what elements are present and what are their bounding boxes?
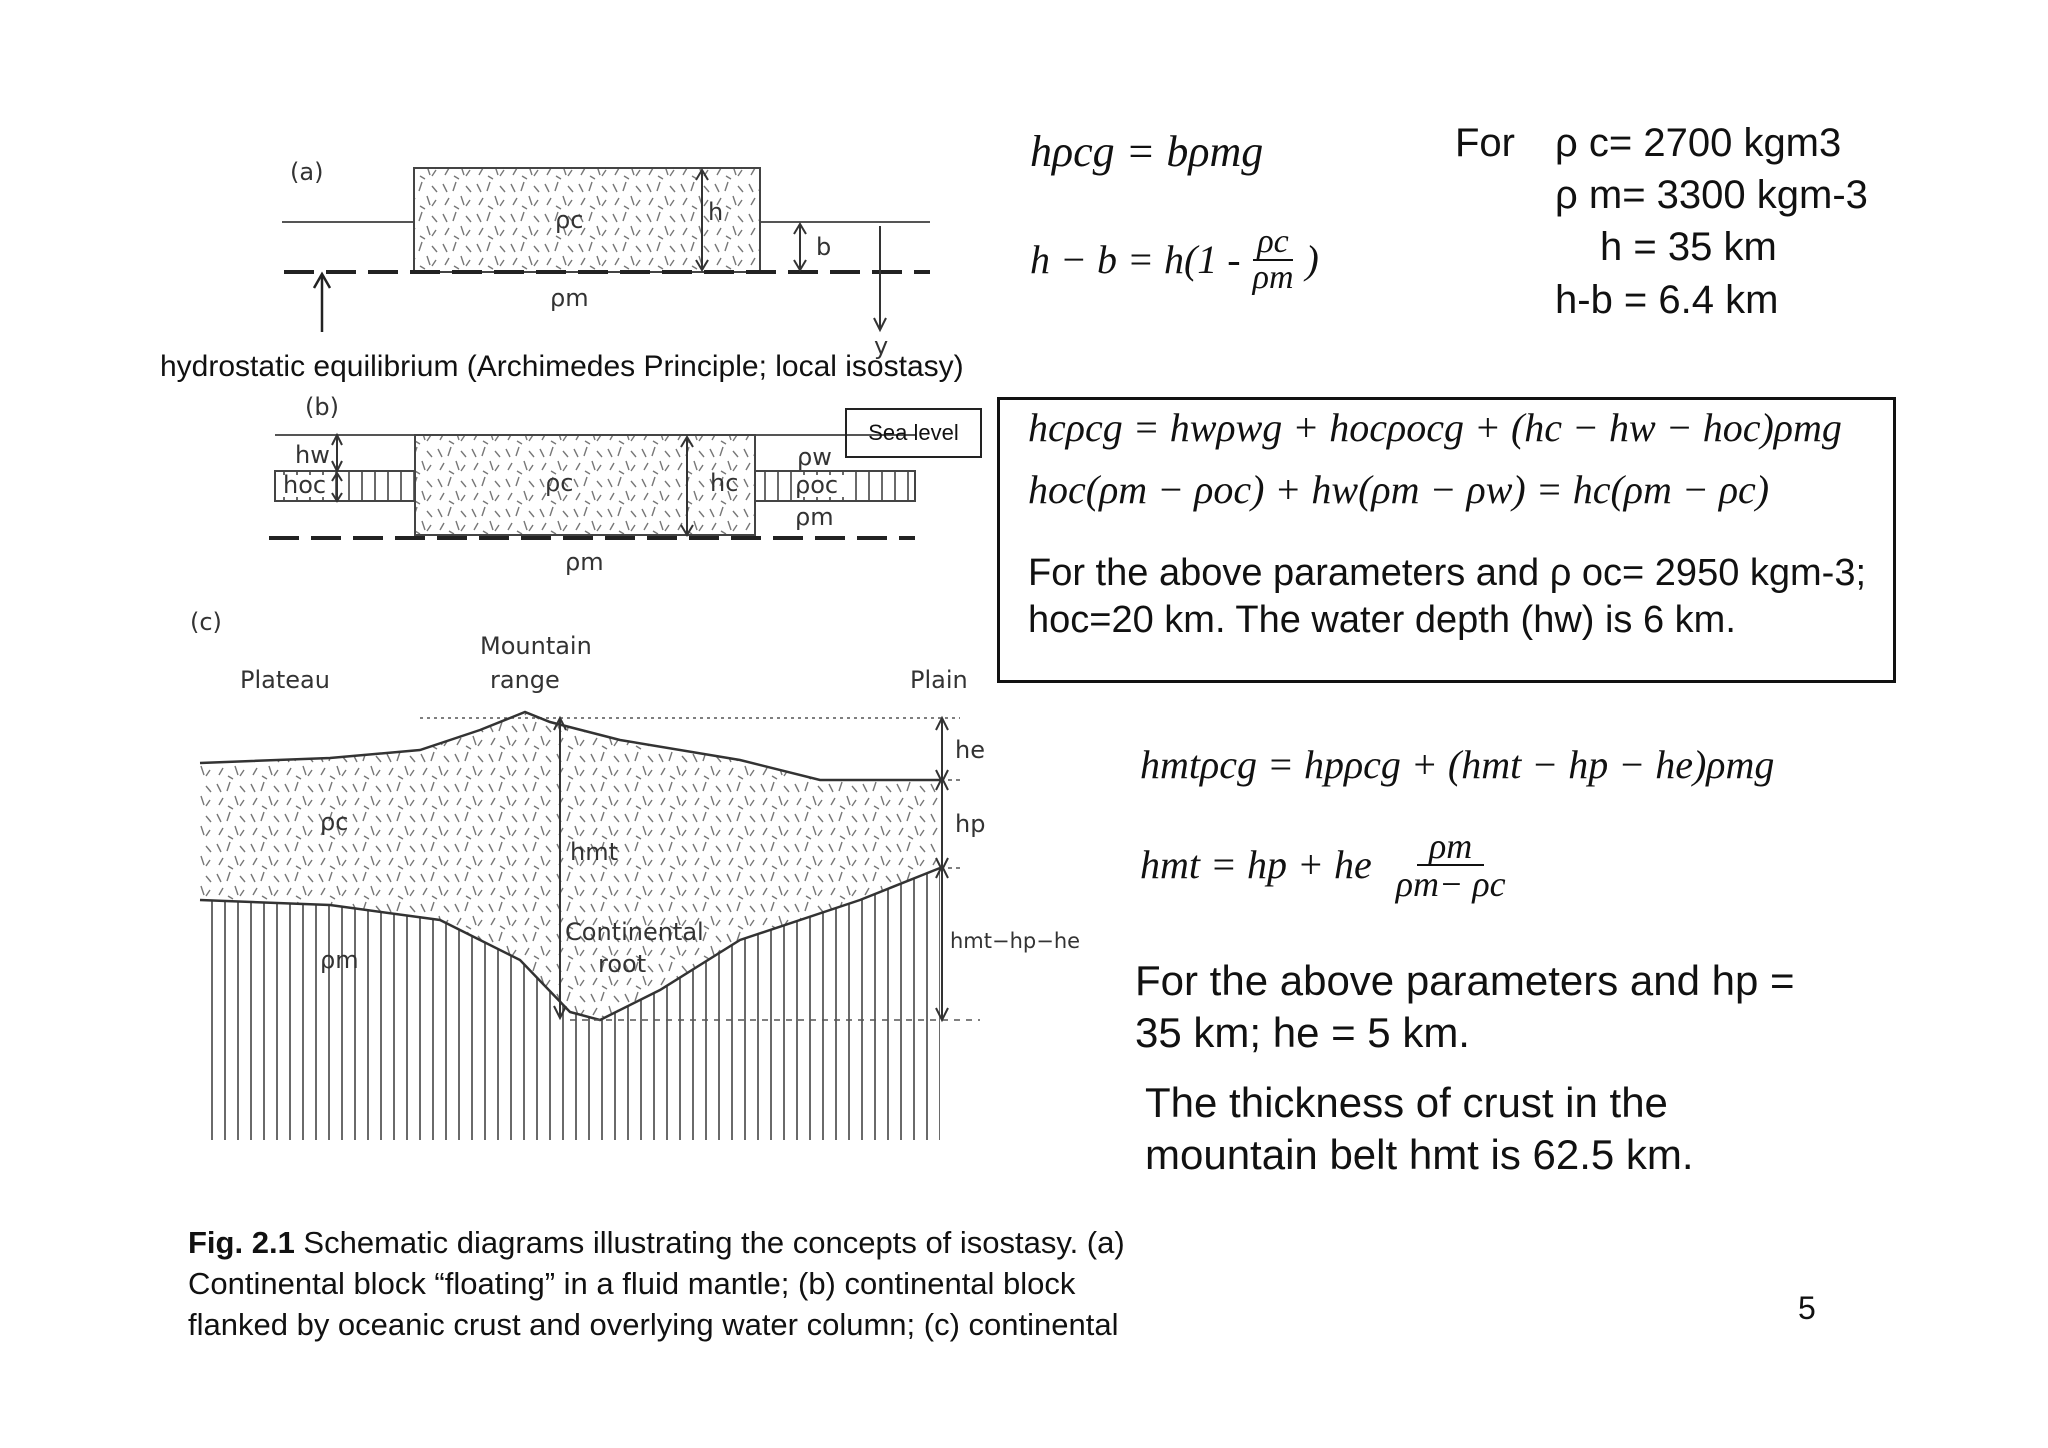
label-hp: hp	[955, 810, 985, 838]
label-mountain-2: range	[490, 666, 560, 694]
figure-panel-a: (a) ρc ρm h b y	[282, 158, 930, 360]
equation-b-1: hcρcg = hwρwg + hocρocg + (hc − hw − hoc…	[1028, 405, 1842, 450]
label-b-rho-c: ρc	[545, 469, 573, 497]
label-rho-oc: ρoc	[795, 471, 838, 499]
label-c-rho-c: ρc	[320, 808, 348, 836]
panel-a-tag: (a)	[290, 158, 323, 186]
equation-c-2-num: ρm	[1417, 828, 1485, 866]
label-plateau: Plateau	[240, 666, 330, 694]
label-rho-c: ρc	[555, 206, 583, 234]
figure-panel-b: (b) hw hoc ρc hc ρw ρoc ρm ρm	[269, 393, 916, 576]
equation-c-1: hmtρcg = hpρcg + (hmt − hp − he)ρmg	[1140, 742, 1775, 787]
result-c-1: For the above parameters and hp =	[1135, 957, 1795, 1004]
panel-c-tag: (c)	[190, 608, 222, 636]
label-he: he	[955, 736, 985, 764]
label-diff: hmt−hp−he	[950, 929, 1080, 953]
page-number: 5	[1798, 1290, 1816, 1326]
result-c-4: mountain belt hmt is 62.5 km.	[1145, 1131, 1694, 1178]
equation-box-b	[997, 397, 1896, 683]
label-h: h	[708, 198, 723, 226]
figure-panel-c: (c) Plateau Mountain range Plain ρc ρm h…	[190, 608, 1080, 1140]
sea-level-label: Sea level	[845, 408, 982, 458]
equation-a-2-left: h − b = h(1 -	[1030, 237, 1241, 282]
label-y: y	[874, 332, 888, 360]
figure-caption: Fig. 2.1 Schematic diagrams illustrating…	[188, 1222, 1125, 1345]
label-b-rho-m-right: ρm	[795, 503, 834, 531]
equation-a-2: h − b = h(1 - ρc ρm )	[1030, 225, 1319, 295]
equation-c-2-den: ρm− ρc	[1395, 864, 1506, 904]
params-a-for: For	[1455, 121, 1515, 165]
label-c-rho-m: ρm	[320, 946, 359, 974]
equation-b-2: hoc(ρm − ρoc) + hw(ρm − ρw) = hc(ρm − ρc…	[1028, 467, 1770, 512]
label-b-rho-m-bottom: ρm	[565, 548, 604, 576]
label-root-2: root	[598, 950, 646, 978]
caption-line-1: Schematic diagrams illustrating the conc…	[294, 1225, 1125, 1260]
params-a-rho-c: ρ c= 2700 kgm3	[1555, 121, 1842, 165]
label-b: b	[816, 233, 831, 261]
label-hmt: hmt	[570, 838, 618, 866]
equation-a-2-num: ρc	[1253, 225, 1293, 261]
result-c-2: 35 km; he = 5 km.	[1135, 1009, 1470, 1056]
label-mountain-1: Mountain	[480, 632, 592, 660]
equation-a-2-right: )	[1305, 237, 1319, 282]
label-rho-m: ρm	[550, 284, 589, 312]
caption-panel-a: hydrostatic equilibrium (Archimedes Prin…	[160, 350, 964, 383]
params-a-rho-m: ρ m= 3300 kgm-3	[1555, 173, 1868, 217]
equation-c-2: hmt = hp + he ρm ρm− ρc	[1140, 828, 1506, 902]
label-hw: hw	[295, 441, 330, 469]
result-b-2: hoc=20 km. The water depth (hw) is 6 km.	[1028, 599, 1736, 641]
caption-line-2: Continental block “floating” in a fluid …	[188, 1266, 1076, 1301]
label-rho-w: ρw	[797, 443, 832, 471]
label-root-1: Continental	[565, 918, 704, 946]
result-c-3: The thickness of crust in the	[1145, 1079, 1668, 1126]
result-b-1: For the above parameters and ρ oc= 2950 …	[1028, 552, 1867, 594]
label-plain: Plain	[910, 666, 968, 694]
params-a-hb: h-b = 6.4 km	[1555, 278, 1779, 322]
caption-bold: Fig. 2.1	[188, 1225, 295, 1260]
equation-a-1: hρcg = bρmg	[1030, 127, 1264, 176]
label-hoc: hoc	[283, 471, 326, 499]
panel-b-tag: (b)	[305, 393, 339, 421]
label-hc: hc	[710, 469, 738, 497]
equation-c-2-left: hmt = hp + he	[1140, 842, 1372, 887]
params-a-h: h = 35 km	[1600, 225, 1777, 269]
caption-line-3: flanked by oceanic crust and overlying w…	[188, 1307, 1119, 1342]
equation-a-2-den: ρm	[1252, 259, 1294, 296]
